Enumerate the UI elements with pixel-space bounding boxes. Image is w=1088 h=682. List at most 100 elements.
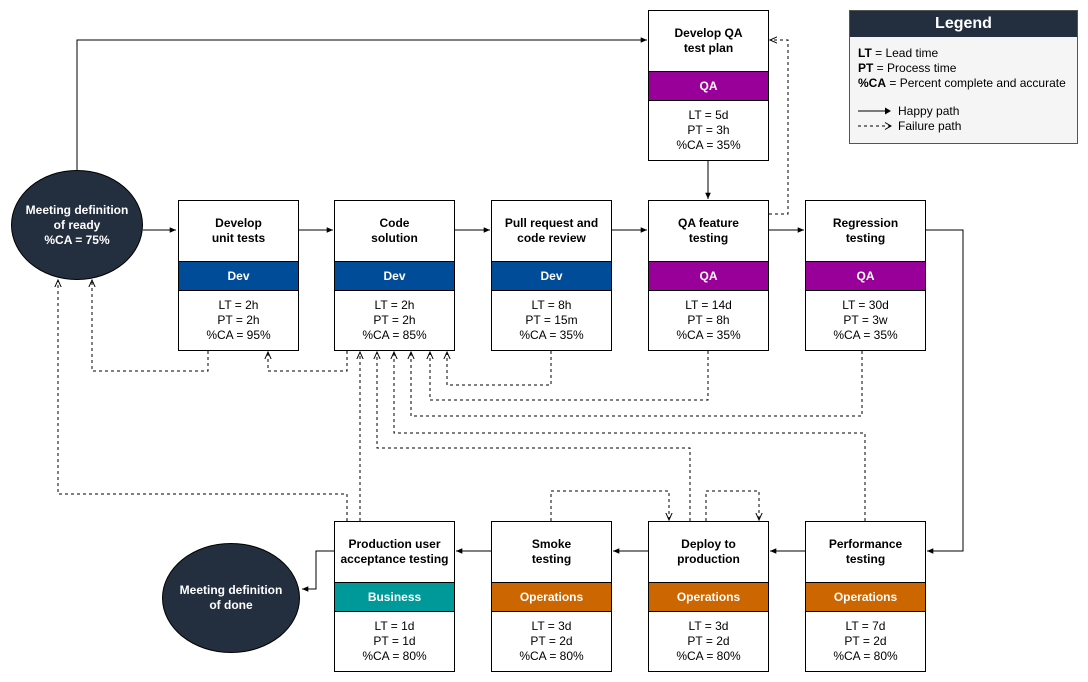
percent-complete-accurate: %CA = 35%: [833, 328, 898, 342]
legend-title: Legend: [850, 11, 1077, 37]
process-time: PT = 2d: [530, 634, 573, 648]
process-deploy-to-production: Deploy to production Operations LT = 3d …: [648, 521, 769, 672]
lead-time: LT = 1d: [374, 619, 415, 633]
happy-arrow-regression-to-performance: [926, 229, 964, 554]
process-title: Code solution: [371, 216, 418, 245]
failure-arrow-qa-feature-to-code: [430, 351, 709, 401]
legend-key: %CA: [858, 76, 887, 90]
lead-time: LT = 14d: [685, 298, 732, 312]
percent-complete-accurate: %CA = 35%: [676, 138, 741, 152]
process-develop-qa-test-plan: Develop QA test plan QA LT = 5d PT = 3h …: [648, 10, 769, 161]
ready-line-2: of ready: [53, 217, 101, 232]
lead-time: LT = 7d: [845, 619, 886, 633]
team-badge: Operations: [806, 582, 925, 612]
legend-abbrev-lt: LT = Lead time: [858, 46, 938, 60]
process-metrics: LT = 1d PT = 1d %CA = 80%: [335, 612, 454, 671]
failure-arrow-pull-request-to-code: [447, 351, 552, 386]
percent-complete-accurate: %CA = 80%: [519, 649, 584, 663]
failure-path-arrows: [58, 40, 866, 521]
percent-complete-accurate: %CA = 95%: [206, 328, 271, 342]
percent-complete-accurate: %CA = 80%: [833, 649, 898, 663]
legend-abbrev-ca: %CA = Percent complete and accurate: [858, 76, 1066, 90]
lead-time: LT = 3d: [531, 619, 572, 633]
team-badge: Business: [335, 582, 454, 612]
process-metrics: LT = 3d PT = 2d %CA = 80%: [492, 612, 611, 671]
team-badge: Operations: [492, 582, 611, 612]
process-time: PT = 3h: [687, 123, 730, 137]
process-regression-testing: Regression testing QA LT = 30d PT = 3w %…: [805, 200, 926, 351]
process-time: PT = 2h: [373, 313, 416, 327]
process-title: Regression testing: [832, 216, 899, 245]
percent-complete-accurate: %CA = 80%: [676, 649, 741, 663]
process-title: Performance testing: [828, 537, 903, 566]
solid-arrow-icon: [858, 107, 891, 115]
lead-time: LT = 5d: [688, 108, 729, 122]
legend-abbrev-pt: PT = Process time: [858, 61, 956, 75]
process-metrics: LT = 30d PT = 3w %CA = 35%: [806, 291, 925, 350]
process-metrics: LT = 7d PT = 2d %CA = 80%: [806, 612, 925, 671]
legend-key: PT: [858, 61, 874, 75]
process-production-user-acceptance-testing: Production user acceptance testing Busin…: [334, 521, 455, 672]
dashed-arrow-icon: [858, 122, 892, 130]
lead-time: LT = 3d: [688, 619, 729, 633]
process-time: PT = 15m: [525, 313, 578, 327]
process-title: Pull request and code review: [504, 216, 599, 245]
process-metrics: LT = 5d PT = 3h %CA = 35%: [649, 101, 768, 160]
process-metrics: LT = 2h PT = 2h %CA = 85%: [335, 291, 454, 350]
percent-complete-accurate: %CA = 80%: [362, 649, 427, 663]
process-time: PT = 8h: [687, 313, 730, 327]
process-title: Production user acceptance testing: [340, 537, 449, 566]
team-badge: QA: [649, 261, 768, 291]
process-title: Deploy to production: [677, 537, 740, 566]
team-badge: QA: [649, 71, 768, 101]
lead-time: LT = 8h: [531, 298, 572, 312]
process-metrics: LT = 14d PT = 8h %CA = 35%: [649, 291, 768, 350]
meeting-definition-of-done: Meeting definition of done: [162, 543, 300, 653]
process-time: PT = 2d: [687, 634, 730, 648]
failure-arrow-performance-to-code: [394, 352, 866, 521]
process-code-solution: Code solution Dev LT = 2h PT = 2h %CA = …: [334, 200, 455, 351]
lead-time: LT = 2h: [218, 298, 259, 312]
percent-complete-accurate: %CA = 35%: [676, 328, 741, 342]
legend-happy-path-label: Happy path: [898, 104, 960, 118]
legend-failure-path-label: Failure path: [898, 119, 962, 133]
process-title: Develop unit tests: [211, 216, 266, 245]
process-title: Develop QA test plan: [674, 26, 743, 55]
happy-arrow-ready-to-qa-plan: [76, 37, 647, 170]
failure-arrow-qa-feature-to-qa-plan: [769, 40, 789, 215]
process-metrics: LT = 8h PT = 15m %CA = 35%: [492, 291, 611, 350]
process-time: PT = 3w: [843, 313, 888, 327]
failure-arrow-deploy-self: [705, 490, 759, 521]
legend-text: = Lead time: [871, 46, 939, 60]
process-time: PT = 2h: [217, 313, 260, 327]
process-smoke-testing: Smoke testing Operations LT = 3d PT = 2d…: [491, 521, 612, 672]
process-time: PT = 2d: [844, 634, 887, 648]
team-badge: Dev: [179, 261, 298, 291]
happy-path-arrows: [76, 37, 964, 592]
failure-arrow-regression-to-code: [411, 351, 863, 417]
process-qa-feature-testing: QA feature testing QA LT = 14d PT = 8h %…: [648, 200, 769, 351]
legend-happy-path: Happy path: [858, 104, 959, 118]
failure-arrow-smoke-to-deploy: [550, 490, 669, 521]
team-badge: Dev: [335, 261, 454, 291]
process-title: QA feature testing: [678, 216, 739, 245]
process-title: Smoke testing: [531, 537, 572, 566]
legend-text: = Process time: [873, 61, 957, 75]
process-metrics: LT = 2h PT = 2h %CA = 95%: [179, 291, 298, 350]
failure-arrow-code-to-unit-tests: [268, 351, 348, 372]
lead-time: LT = 30d: [842, 298, 889, 312]
legend-text: = Percent complete and accurate: [886, 76, 1066, 90]
process-performance-testing: Performance testing Operations LT = 7d P…: [805, 521, 926, 672]
percent-complete-accurate: %CA = 35%: [519, 328, 584, 342]
percent-complete-accurate: %CA = 85%: [362, 328, 427, 342]
team-badge: Dev: [492, 261, 611, 291]
team-badge: QA: [806, 261, 925, 291]
process-pull-request-code-review: Pull request and code review Dev LT = 8h…: [491, 200, 612, 351]
process-time: PT = 1d: [373, 634, 416, 648]
legend-failure-path: Failure path: [858, 119, 961, 133]
failure-arrow-unit-tests-to-ready: [92, 280, 209, 372]
done-line-2: of done: [209, 598, 253, 612]
team-badge: Operations: [649, 582, 768, 612]
ready-line-3: %CA = 75%: [44, 232, 110, 247]
